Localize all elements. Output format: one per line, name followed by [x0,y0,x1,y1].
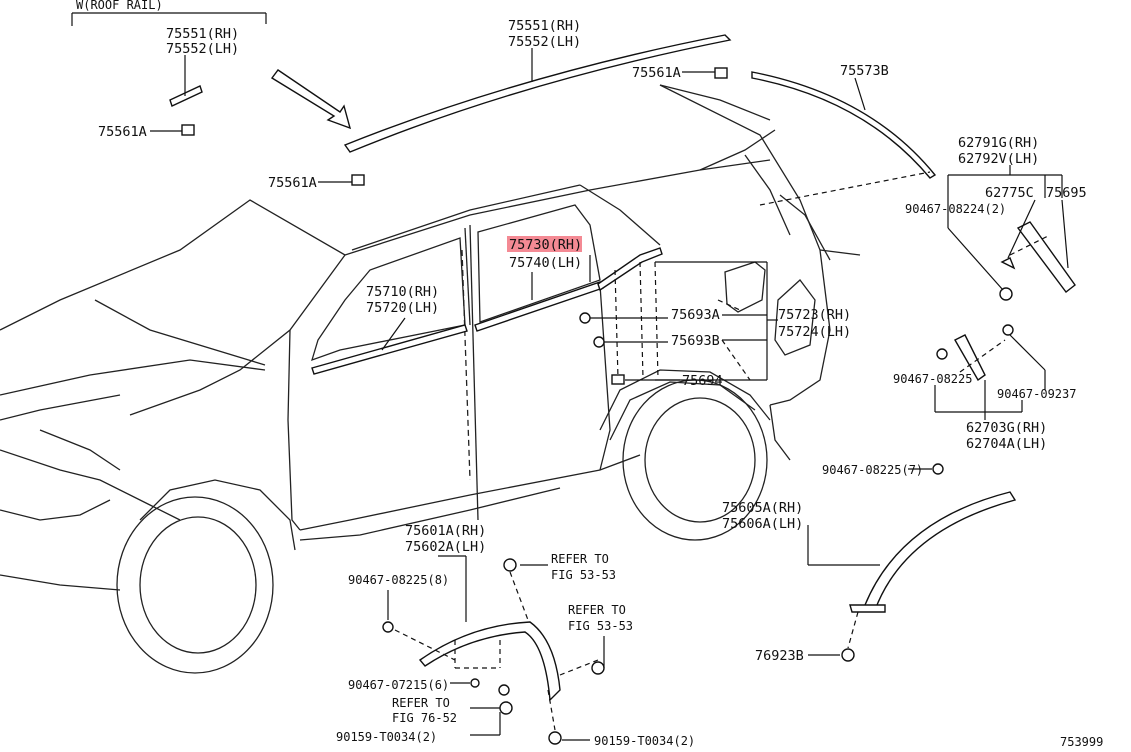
label-90159-t0034-a: 90159-T0034(2) [336,730,437,744]
label-75606a: 75606A(LH) [722,516,803,532]
label-75552-b: 75552(LH) [508,34,581,50]
label-90467-08224: 90467-08224(2) [905,202,1006,216]
clip-75561a-b [351,174,365,186]
clip-90467-08225-8 [382,621,394,633]
label-62704a: 62704A(LH) [966,436,1047,452]
label-90159-t0034-b: 90159-T0034(2) [594,734,695,748]
clip-90467-07215 [470,678,480,688]
label-75693a: 75693A [671,307,720,323]
roof-rail-title: W(ROOF RAIL) [76,0,163,12]
direction-arrow [270,69,352,130]
label-90467-07215: 90467-07215(6) [348,678,449,692]
label-75573b: 75573B [840,63,889,79]
front-door-molding [311,324,468,375]
clip-76923b [841,648,855,662]
quarter-molding [597,247,663,292]
label-75720: 75720(LH) [366,300,439,316]
clip-75693a [579,312,591,324]
label-75551-b: 75551(RH) [508,18,581,34]
clip-90467-09237 [1002,324,1014,336]
label-75561a-a: 75561A [98,124,147,140]
label-62791g: 62791G(RH) [958,135,1039,151]
labels: W(ROOF RAIL) 75551(RH) 75552(LH) 75561A … [76,0,1103,749]
roof-rail-main [343,34,732,153]
label-90467-08225-7: 90467-08225(7) [822,463,923,477]
label-75710: 75710(RH) [366,284,439,300]
label-75724: 75724(LH) [778,324,851,340]
roof-rail-parts [169,34,937,186]
roof-rail-small [169,85,203,107]
highlight-75730 [507,236,582,252]
roof-rail-bracket [71,12,267,26]
label-75605a: 75605A(RH) [722,500,803,516]
door-moldings [311,247,663,375]
refer-3-line-b: FIG 76-52 [392,711,457,725]
clip-75693b [593,336,605,348]
clip-90467-08224 [999,287,1013,301]
label-75552-a: 75552(LH) [166,41,239,57]
label-75561a-c: 75561A [268,175,317,191]
refer-2-line-b: FIG 53-53 [568,619,633,633]
label-75694: 75694 [682,373,723,389]
rear-arch-bracket [849,604,886,613]
label-90467-08225-c: 90467-08225 [893,372,972,386]
label-90467-08225-8: 90467-08225(8) [348,573,449,587]
figure-id: 753999 [1060,735,1103,749]
garnish-62703g [954,334,986,382]
label-75695: 75695 [1046,185,1087,201]
clip-62775c [1000,257,1016,270]
label-75740: 75740(LH) [509,255,582,271]
label-75730: 75730(RH) [509,237,582,253]
refer-2-line-a: REFER TO [568,603,626,617]
label-75601a: 75601A(RH) [405,523,486,539]
label-62792v: 62792V(LH) [958,151,1039,167]
refer-3-line-a: REFER TO [392,696,450,710]
clip-90467-08225-7 [932,463,944,475]
screw-refer-3 [498,684,510,696]
label-90467-09237: 90467-09237 [997,387,1076,401]
clip-75561a-c [714,67,728,79]
label-76923b: 76923B [755,648,804,664]
screw-90159-b [548,731,562,745]
refer-1-line-a: REFER TO [551,552,609,566]
clip-75694 [611,374,625,385]
vehicle-outline [0,84,861,674]
label-75551-a: 75551(RH) [166,26,239,42]
label-75602a: 75602A(LH) [405,539,486,555]
pillar-garnish-parts [936,221,1076,382]
rear-spoiler-molding [751,71,937,179]
screw-refer-1 [503,558,517,572]
refer-1-line-b: FIG 53-53 [551,568,616,582]
label-75723: 75723(RH) [778,307,851,323]
screw-90159-a [499,701,513,715]
label-62703g: 62703G(RH) [966,420,1047,436]
leader-lines [150,48,1069,741]
label-62775c: 62775C [985,185,1034,201]
garnish-75695 [1016,221,1076,293]
clip-75561a-a [181,124,195,136]
rear-arch-molding [864,491,1017,611]
label-75561a-b: 75561A [632,65,681,81]
clip-90467-08225-c [936,348,948,360]
screw-refer-2 [591,661,605,675]
rear-door-molding [474,281,604,332]
label-75693b: 75693B [671,333,720,349]
